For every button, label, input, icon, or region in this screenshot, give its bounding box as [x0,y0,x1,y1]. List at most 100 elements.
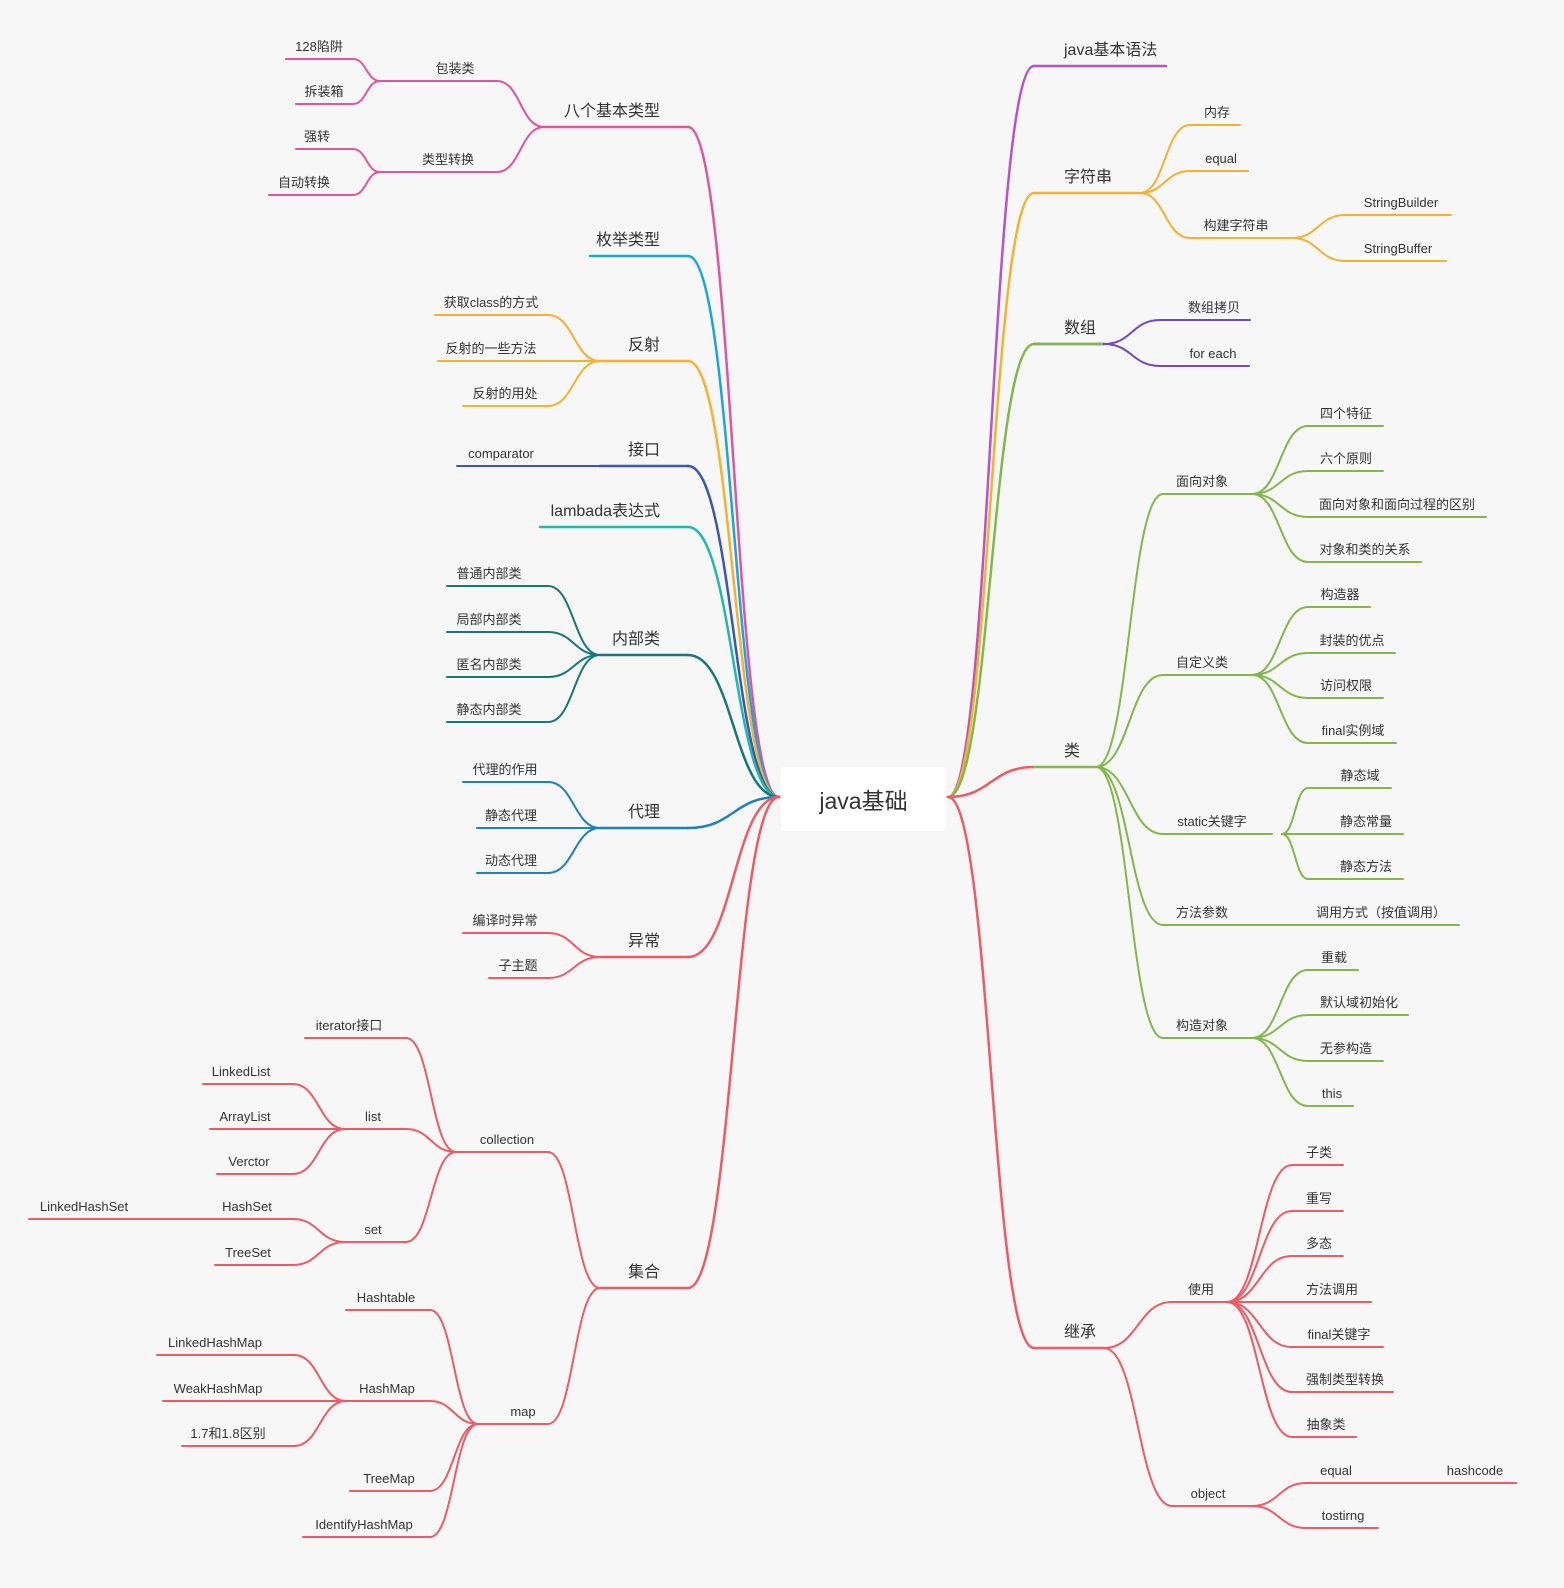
node-map[interactable]: map [510,1404,535,1419]
leaf-comparator[interactable]: comparator [468,446,534,461]
leaf-usage-1[interactable]: 重写 [1306,1191,1332,1206]
leaf-custom-0[interactable]: 构造器 [1320,587,1359,602]
leaf-object-equal[interactable]: equal [1320,1463,1352,1478]
branch-interface [686,464,781,799]
node-exception[interactable]: 异常 [628,932,660,950]
leaf-memory[interactable]: 内存 [1204,105,1230,120]
leaf-list-1[interactable]: ArrayList [219,1109,271,1124]
leaf-list-2[interactable]: Verctor [228,1154,270,1169]
leaf-usage-6[interactable]: 抽象类 [1306,1417,1345,1432]
branch-connector [1226,1301,1293,1348]
leaf-cast[interactable]: 强转 [304,129,330,144]
node-conversion[interactable]: 类型转换 [422,152,474,167]
node-syntax[interactable]: java基本语法 [1063,41,1157,59]
node-list[interactable]: list [365,1109,381,1124]
node-set[interactable]: set [364,1222,382,1237]
leaf-list-0[interactable]: LinkedList [212,1064,271,1079]
leaf-string-equal[interactable]: equal [1205,151,1237,166]
leaf-usage-2[interactable]: 多态 [1306,1236,1332,1251]
leaf-call-by-value[interactable]: 调用方式（按值调用） [1316,905,1446,920]
root-node[interactable]: java基础 [781,767,946,831]
leaf-oop-2[interactable]: 面向对象和面向过程的区别 [1319,497,1475,512]
leaf-static-1[interactable]: 静态常量 [1340,814,1392,829]
leaf-array-copy[interactable]: 数组拷贝 [1188,300,1240,315]
node-string-builder[interactable]: 构建字符串 [1203,218,1268,233]
leaf-hashcode[interactable]: hashcode [1447,1463,1503,1478]
leaf-get-class[interactable]: 获取class的方式 [444,295,539,310]
leaf-proxy-1[interactable]: 静态代理 [485,808,537,823]
branch-connector [1251,674,1309,744]
node-wrapper[interactable]: 包装类 [435,61,474,76]
node-array[interactable]: 数组 [1064,319,1096,337]
node-enum[interactable]: 枚举类型 [596,231,660,249]
branch-connector [1251,470,1309,495]
node-inner-class[interactable]: 内部类 [612,630,660,648]
leaf-auto-convert[interactable]: 自动转换 [278,175,330,190]
leaf-hashtable[interactable]: Hashtable [357,1290,416,1305]
node-custom-class[interactable]: 自定义类 [1176,655,1228,670]
leaf-inner-class-3[interactable]: 静态内部类 [456,702,521,717]
node-class[interactable]: 类 [1064,742,1080,760]
branch-connector [1139,170,1191,194]
node-usage[interactable]: 使用 [1188,1282,1214,1297]
leaf-construct-2[interactable]: 无参构造 [1320,1041,1372,1056]
leaf-oop-3[interactable]: 对象和类的关系 [1319,542,1410,557]
branch-connector [293,1354,347,1402]
node-inheritance[interactable]: 继承 [1064,1323,1096,1341]
leaf-hashmap-0[interactable]: LinkedHashMap [168,1335,262,1350]
node-proxy[interactable]: 代理 [628,803,660,821]
leaf-custom-2[interactable]: 访问权限 [1320,678,1372,693]
node-reflection[interactable]: 反射 [628,336,660,354]
leaf-inner-class-2[interactable]: 匿名内部类 [456,657,521,672]
node-params[interactable]: 方法参数 [1176,905,1228,920]
node-string[interactable]: 字符串 [1064,168,1112,186]
node-object[interactable]: object [1191,1486,1226,1501]
node-construct[interactable]: 构造对象 [1176,1018,1228,1033]
leaf-proxy-0[interactable]: 代理的作用 [472,762,537,777]
leaf-identityhashmap[interactable]: IdentifyHashMap [315,1517,413,1532]
branch-connector [429,1423,479,1538]
leaf-construct-3[interactable]: this [1322,1086,1343,1101]
leaf-usage-4[interactable]: final关键字 [1308,1327,1371,1342]
leaf-subtopic[interactable]: 子主题 [498,958,537,973]
leaf-proxy-2[interactable]: 动态代理 [485,853,537,868]
leaf-treeset[interactable]: TreeSet [225,1245,271,1260]
node-interface[interactable]: 接口 [628,441,660,459]
leaf-foreach[interactable]: for each [1190,346,1237,361]
leaf-construct-1[interactable]: 默认域初始化 [1320,995,1398,1010]
leaf-oop-0[interactable]: 四个特征 [1320,406,1372,421]
node-hashmap[interactable]: HashMap [359,1381,415,1396]
leaf-linkedhashset[interactable]: LinkedHashSet [40,1199,129,1214]
leaf-usage-3[interactable]: 方法调用 [1306,1282,1358,1297]
leaf-boxing[interactable]: 拆装箱 [304,84,343,99]
leaf-hashmap-1[interactable]: WeakHashMap [174,1381,263,1396]
leaf-oop-1[interactable]: 六个原则 [1320,451,1372,466]
leaf-stringbuilder[interactable]: StringBuilder [1364,195,1439,210]
leaf-hashset[interactable]: HashSet [222,1199,272,1214]
leaf-usage-0[interactable]: 子类 [1306,1145,1332,1160]
leaf-static-2[interactable]: 静态方法 [1340,859,1392,874]
leaf-inner-class-0[interactable]: 普通内部类 [456,566,521,581]
leaf-treemap[interactable]: TreeMap [363,1471,415,1486]
leaf-tostring[interactable]: tostirng [1322,1508,1365,1523]
leaf-compile-exception[interactable]: 编译时异常 [472,913,537,928]
leaf-usage-5[interactable]: 强制类型转换 [1306,1372,1384,1387]
node-collection[interactable]: collection [480,1132,534,1147]
leaf-stringbuffer[interactable]: StringBuffer [1364,241,1433,256]
node-lambda[interactable]: lambada表达式 [551,502,660,520]
leaf-reflect-methods[interactable]: 反射的一些方法 [445,341,536,356]
leaf-construct-0[interactable]: 重载 [1321,950,1347,965]
node-static[interactable]: static关键字 [1177,814,1246,829]
node-collections[interactable]: 集合 [628,1263,660,1281]
leaf-inner-class-1[interactable]: 局部内部类 [456,612,521,627]
leaf-hashmap-2[interactable]: 1.7和1.8区别 [190,1426,265,1441]
leaf-static-0[interactable]: 静态域 [1340,768,1379,783]
leaf-iterator[interactable]: iterator接口 [316,1018,382,1033]
branch-connector [1251,652,1309,676]
leaf-custom-1[interactable]: 封装的优点 [1319,633,1384,648]
leaf-128-trap[interactable]: 128陷阱 [295,39,343,54]
node-oop[interactable]: 面向对象 [1176,474,1228,489]
leaf-reflect-uses[interactable]: 反射的用处 [472,386,537,401]
node-primitive-types[interactable]: 八个基本类型 [564,102,660,120]
leaf-custom-3[interactable]: final实例域 [1322,723,1385,738]
